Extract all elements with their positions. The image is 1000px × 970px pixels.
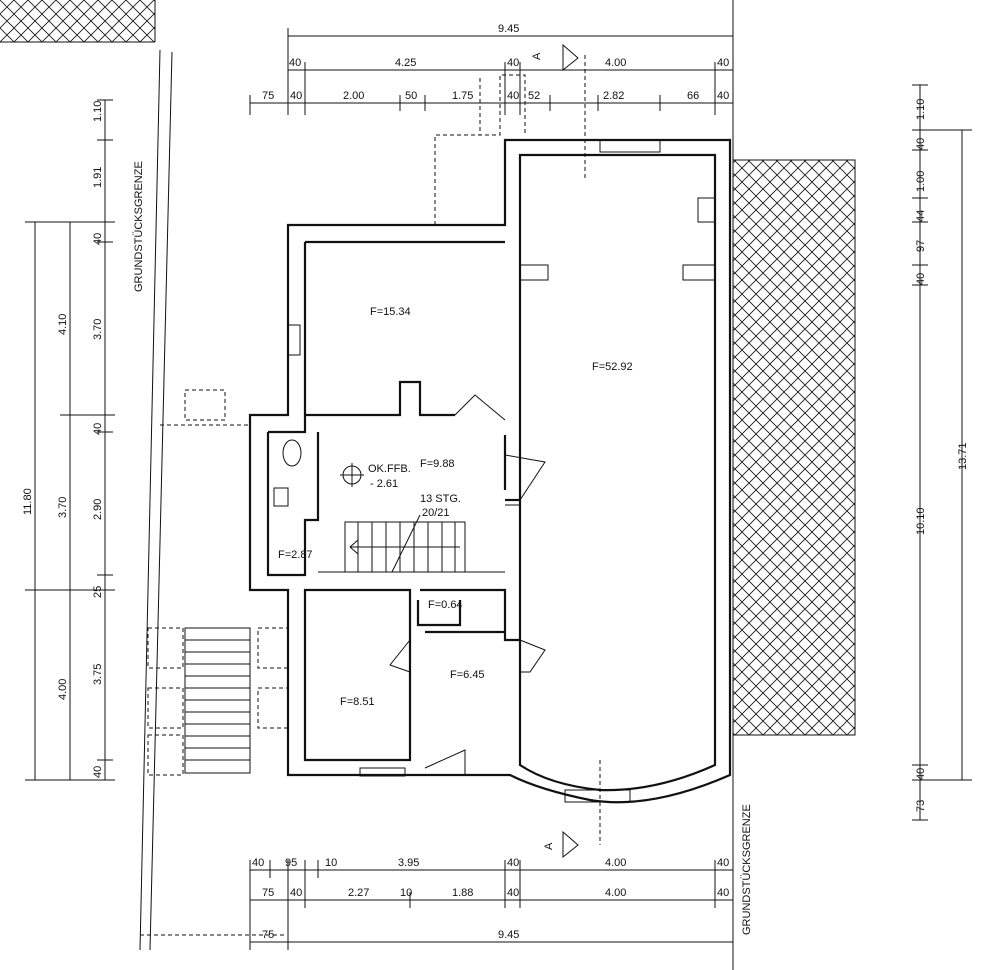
dim-bottom-row1-6: 40 <box>717 857 729 869</box>
room-area-wc: F=2.87 <box>278 549 313 561</box>
neighbour-hatch-topleft <box>0 0 155 42</box>
stairs-count: 13 STG. <box>420 493 461 505</box>
dim-top-row2-1: 4.25 <box>395 57 416 69</box>
dim-top-row2-2: 40 <box>507 57 519 69</box>
dim-top-total: 9.45 <box>498 23 519 35</box>
dim-right-outer: 13.71 <box>957 442 969 470</box>
room-area-top: F=15.34 <box>370 306 411 318</box>
staircase <box>344 514 466 573</box>
dim-left-inner-2: 40 <box>92 233 104 245</box>
room-area-hall: F=9.88 <box>420 458 455 470</box>
level-marker-icon <box>340 463 364 487</box>
dim-left-inner-8: 40 <box>92 766 104 778</box>
dim-bottom-row2-0: 75 <box>262 887 274 899</box>
stairs-ratio: 20/21 <box>422 507 450 519</box>
dim-left-inner-0: 1.10 <box>92 101 104 122</box>
doors <box>359 139 661 803</box>
dim-bottom-row2-2: 2.27 <box>348 887 369 899</box>
dim-right-inner-1: 40 <box>915 138 927 150</box>
dim-bottom-row1-5: 4.00 <box>605 857 626 869</box>
room-area-kitchen: F=6.45 <box>450 669 485 681</box>
terrace-hatch <box>732 159 856 736</box>
dim-bottom-row1-3: 3.95 <box>398 857 419 869</box>
outdoor-steps <box>184 627 251 774</box>
dim-top-row3-8: 66 <box>687 90 699 102</box>
dim-bottom-row2-4: 1.88 <box>452 887 473 899</box>
boundary-label-right: GRUNDSTÜCKSGRENZE <box>741 804 753 935</box>
dim-left-inner-6: 25 <box>92 586 104 598</box>
dim-top-row3-7: 2.82 <box>603 90 624 102</box>
dim-right-inner-3: 44 <box>915 210 927 222</box>
dim-bottom-row1-4: 40 <box>507 857 519 869</box>
boundary-line-left <box>139 49 161 951</box>
dim-right-inner-2: 1.00 <box>915 171 927 192</box>
dim-bottom-row1-2: 10 <box>325 857 337 869</box>
dim-top-row2-3: 4.00 <box>605 57 626 69</box>
dim-right-inner-8: 73 <box>915 800 927 812</box>
dim-top-row2-0: 40 <box>289 57 301 69</box>
dim-right-inner-7: 40 <box>915 768 927 780</box>
dim-right-inner-0: 1.10 <box>915 99 927 120</box>
room-area-small: F=0.64 <box>428 599 463 611</box>
level-value: - 2.61 <box>370 478 398 490</box>
dim-left-outer: 11.80 <box>22 488 34 515</box>
dim-left-inner-5: 2.90 <box>92 499 104 520</box>
section-arrow-top <box>562 43 579 72</box>
dim-top-row3-5: 40 <box>507 90 519 102</box>
dim-left-mid-2: 4.00 <box>57 679 69 700</box>
dim-top-row3-4: 1.75 <box>452 90 473 102</box>
dim-top-row3-0: 75 <box>262 90 274 102</box>
dim-left-inner-7: 3.75 <box>92 664 104 685</box>
room-area-living: F=52.92 <box>592 361 633 373</box>
room-area-bottom: F=8.51 <box>340 696 375 708</box>
dim-top-row3-1: 40 <box>290 90 302 102</box>
dim-right-inner-5: 40 <box>915 273 927 285</box>
level-label: OK.FFB. <box>368 463 411 475</box>
toilet-icon <box>282 439 302 467</box>
dim-bottom-row2-5: 40 <box>507 887 519 899</box>
section-label-bottom: A <box>543 842 555 850</box>
section-arrow-bottom <box>562 830 579 859</box>
dim-right-inner-4: 97 <box>915 240 927 252</box>
dim-bottom-row2-3: 10 <box>400 887 412 899</box>
building-walls <box>248 138 732 804</box>
dim-top-row3-9: 40 <box>717 90 729 102</box>
dim-left-inner-3: 3.70 <box>92 319 104 340</box>
dim-left-mid-0: 4.10 <box>57 314 69 335</box>
section-label-top: A <box>531 52 543 60</box>
dim-bottom-row2-1: 40 <box>290 887 302 899</box>
dim-bottom-row1-1: 95 <box>285 857 297 869</box>
dim-top-row2-4: 40 <box>717 57 729 69</box>
boundary-label-left: GRUNDSTÜCKSGRENZE <box>133 161 145 292</box>
dimension-lines <box>25 28 972 950</box>
dim-bottom-row1-0: 40 <box>252 857 264 869</box>
dim-top-row3-3: 50 <box>405 90 417 102</box>
dim-top-row3-6: 52 <box>528 90 540 102</box>
dim-bottom-total: 9.45 <box>498 929 519 941</box>
dim-bottom-row2-6: 4.00 <box>605 887 626 899</box>
dim-left-mid-1: 3.70 <box>57 497 69 518</box>
dim-left-inner-1: 1.91 <box>92 167 104 188</box>
sink-icon <box>273 487 289 507</box>
dim-left-inner-4: 40 <box>92 423 104 435</box>
dim-bottom-row2-7: 40 <box>717 887 729 899</box>
dim-right-inner-6: 10.10 <box>915 507 927 535</box>
dim-bottom-total-left: 75 <box>262 929 274 941</box>
dashed-outline-top <box>434 74 526 225</box>
dim-top-row3-2: 2.00 <box>343 90 364 102</box>
